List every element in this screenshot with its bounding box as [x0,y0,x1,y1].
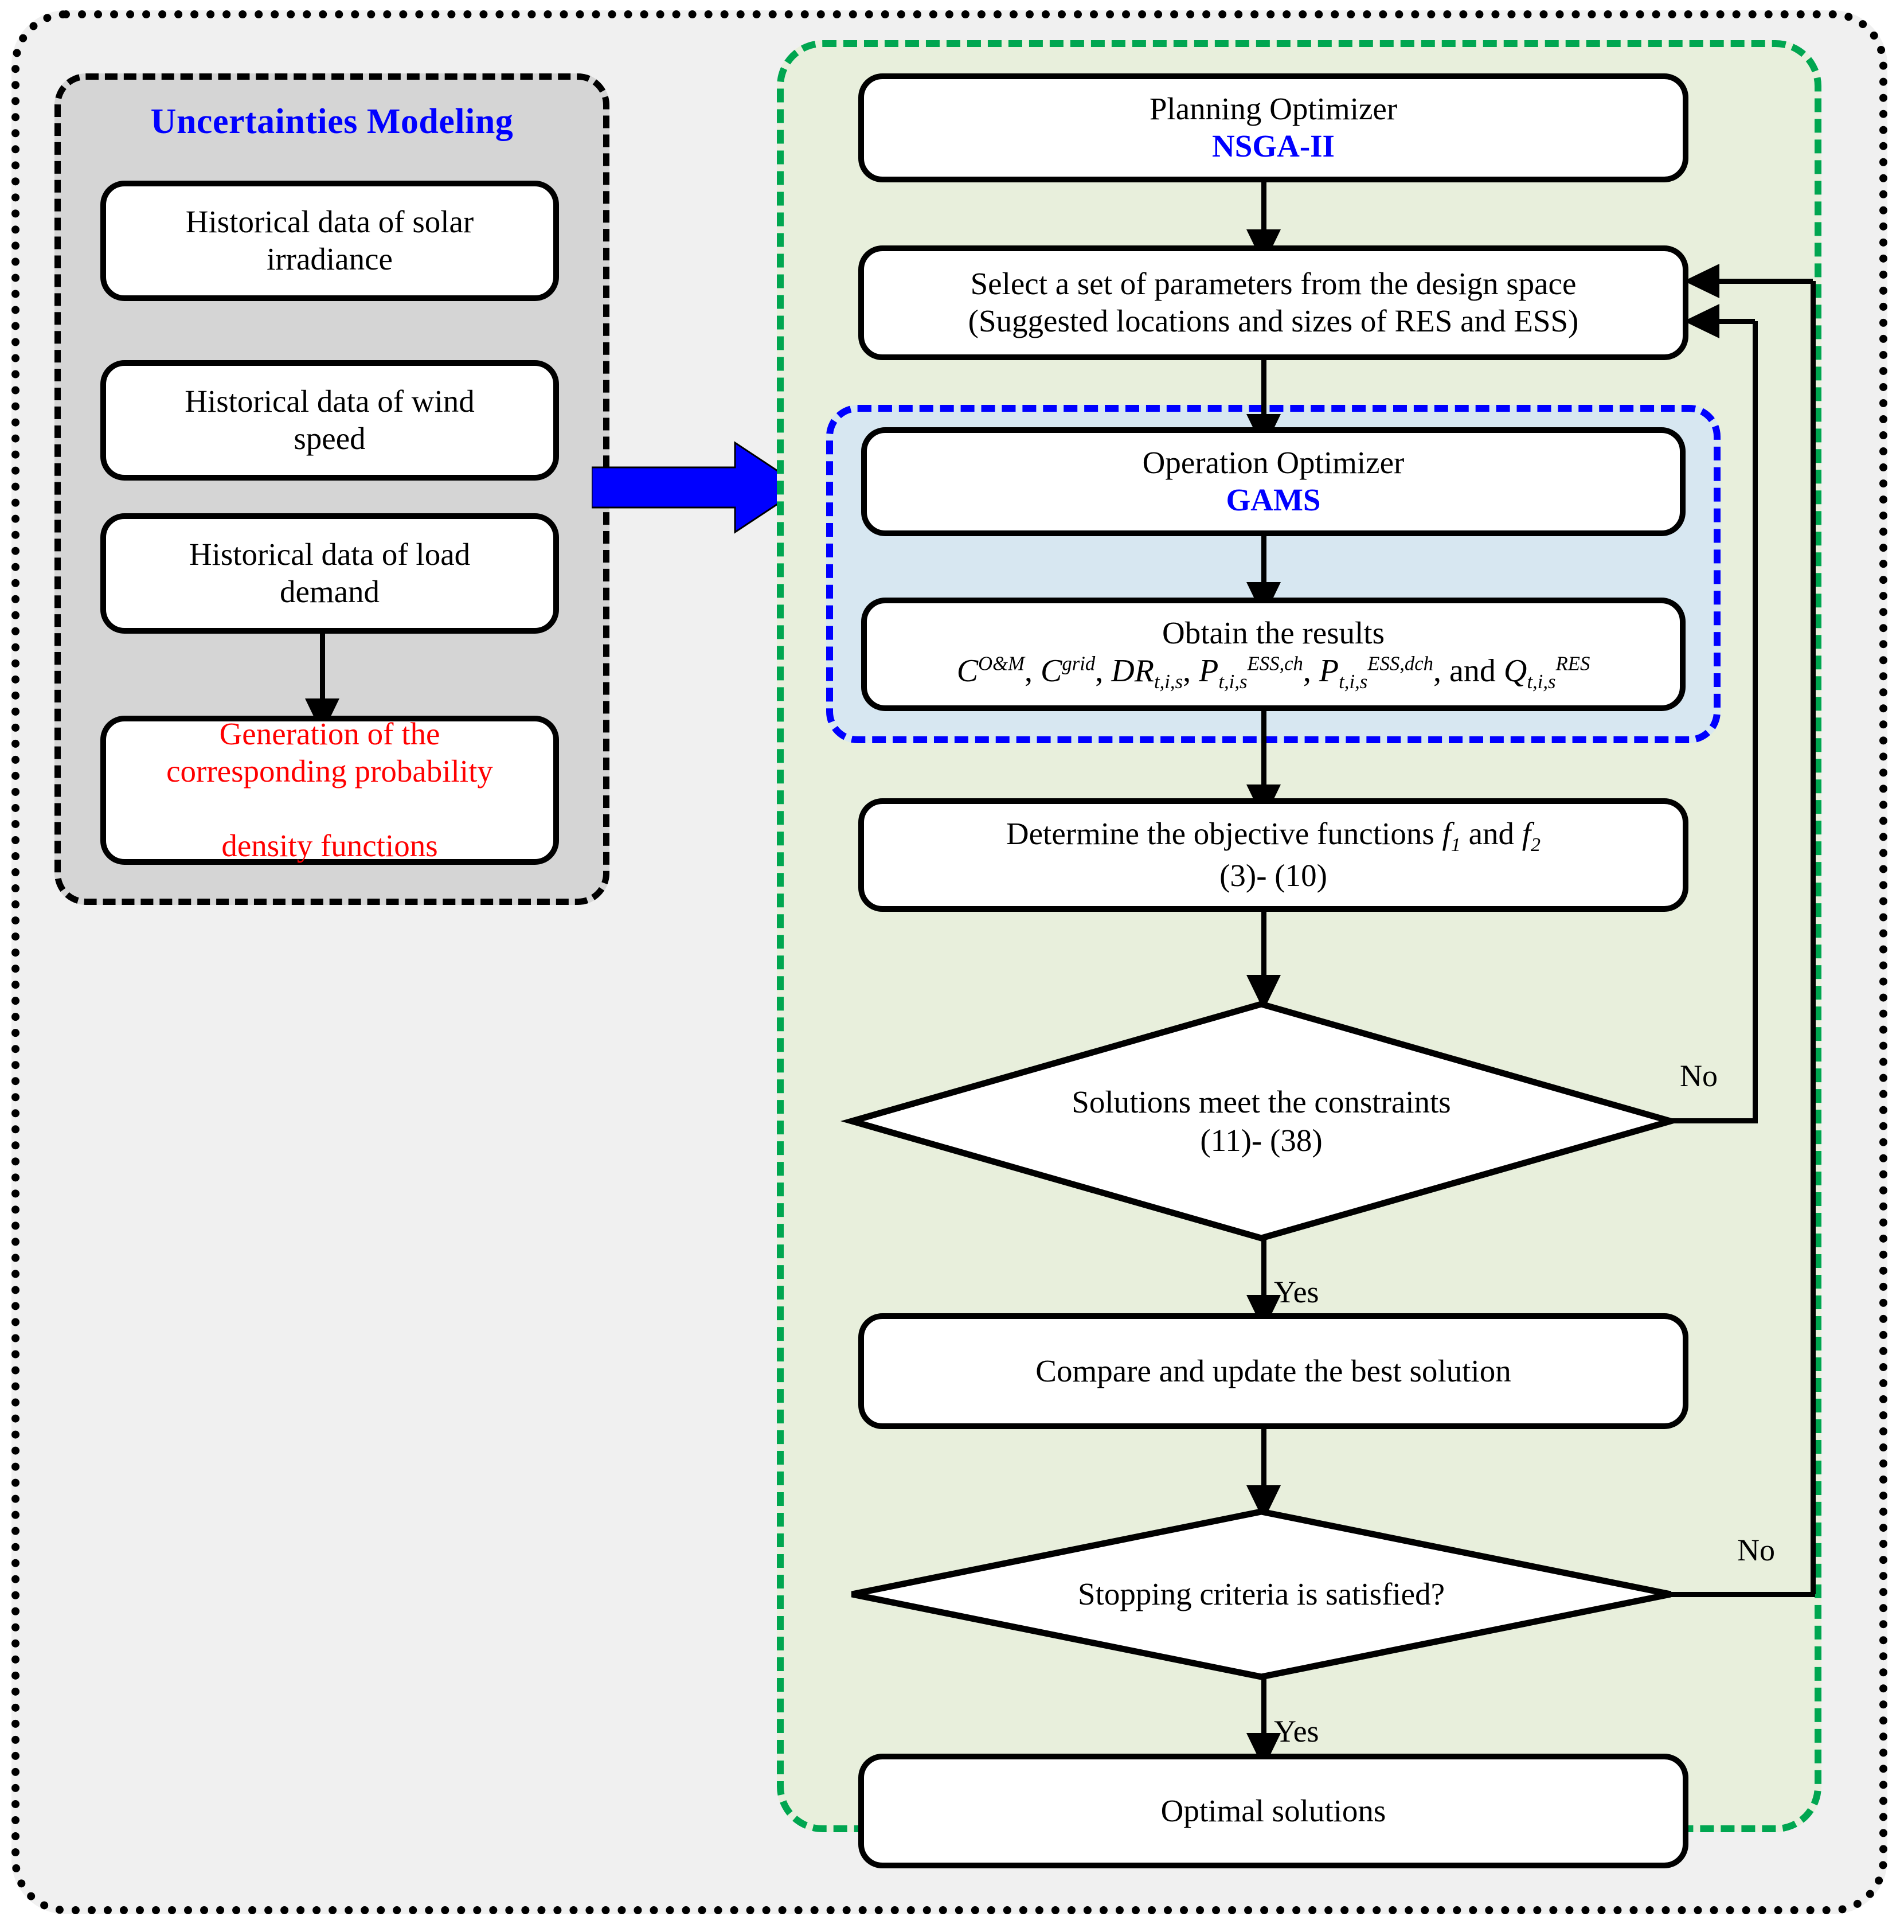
node-solar-line1: Historical data of solar [185,204,474,240]
node-select-parameters[interactable]: Select a set of parameters from the desi… [858,245,1688,360]
determine-objectives-line2: (3)- (10) [1219,857,1327,893]
edge-label-stopping-no: No [1737,1533,1775,1567]
objective-f2-base: f [1522,816,1531,852]
node-historical-load[interactable]: Historical data of load demand [100,513,559,634]
obtain-results-formula: CO&M, Cgrid, DRt,i,s, Pt,i,sESS,ch, Pt,i… [956,652,1590,693]
node-obtain-results[interactable]: Obtain the results CO&M, Cgrid, DRt,i,s,… [861,598,1686,711]
node-wind-line1: Historical data of wind [185,384,475,419]
connector-stopping-no-h1 [1671,1592,1815,1597]
node-pdf-line3: density functions [221,828,438,863]
operation-optimizer-label: Operation Optimizer [1142,445,1405,481]
connector-planning-to-select [1261,182,1266,240]
planning-optimizer-label: Planning Optimizer [1149,91,1398,127]
node-planning-optimizer[interactable]: Planning Optimizer NSGA-II [858,73,1688,182]
connector-constraints-no-h1 [1671,1118,1758,1123]
node-generate-pdf[interactable]: Generation of the corresponding probabil… [100,716,559,865]
connector-constraints-yes [1261,1239,1266,1306]
connector-stopping-no-h2 [1719,279,1813,284]
connector-select-to-operation [1261,360,1266,424]
connector-constraints-no-v [1753,321,1758,1121]
node-historical-wind[interactable]: Historical data of wind speed [100,360,559,481]
node-load-line1: Historical data of load [189,537,471,572]
objective-f1: f1 [1442,816,1461,856]
connector-stopping-no-v [1811,281,1816,1594]
node-optimal-solutions[interactable]: Optimal solutions [858,1754,1688,1868]
optimal-solutions-label: Optimal solutions [1160,1793,1386,1828]
node-pdf-line2: corresponding probability [166,754,493,789]
connector-results-to-objectives [1261,711,1266,796]
arrowhead-constraints-no [1684,304,1719,338]
node-operation-optimizer[interactable]: Operation Optimizer GAMS [861,427,1686,536]
operation-optimizer-solver: GAMS [1226,482,1321,517]
obtain-results-label: Obtain the results [1162,615,1385,650]
arrowhead-stopping-no [1684,264,1719,298]
connector-load-to-pdf [320,634,325,708]
compare-update-label: Compare and update the best solution [1035,1353,1511,1388]
objective-f2-sub: 2 [1531,834,1541,856]
node-determine-objectives[interactable]: Determine the objective functions f1 and… [858,798,1688,912]
determine-objectives-prefix: Determine the objective functions [1006,816,1442,852]
edge-label-constraints-yes: Yes [1274,1275,1319,1309]
decision-stopping-criteria[interactable]: Stopping criteria is satisfied? [849,1508,1674,1680]
connector-objectives-to-constraints [1261,912,1266,988]
select-parameters-line2: (Suggested locations and sizes of RES an… [968,303,1579,338]
node-historical-solar[interactable]: Historical data of solar irradiance [100,181,559,301]
determine-objectives-mid: and [1460,816,1522,852]
objective-f2: f2 [1522,816,1541,856]
determine-objectives-line1: Determine the objective functions f1 and… [1006,816,1541,856]
panel-title-uncertainties: Uncertainties Modeling [150,102,514,141]
node-load-line2: demand [279,574,380,609]
connector-operation-to-results [1261,536,1266,592]
connector-compare-to-stopping [1261,1429,1266,1497]
transfer-arrow-icon [591,436,804,539]
objective-f1-base: f [1442,816,1451,852]
node-pdf-line1: Generation of the [219,716,440,752]
objective-f1-sub: 1 [1451,834,1461,856]
connector-stopping-yes [1261,1678,1266,1747]
decision-constraints[interactable]: Solutions meet the constraints (11)- (38… [840,1001,1683,1242]
select-parameters-line1: Select a set of parameters from the desi… [970,266,1577,302]
connector-constraints-no-h2 [1719,319,1755,324]
node-solar-line2: irradiance [267,241,393,276]
node-compare-update[interactable]: Compare and update the best solution [858,1313,1688,1429]
node-wind-line2: speed [294,421,366,456]
planning-optimizer-algorithm: NSGA-II [1212,128,1335,163]
edge-label-constraints-no: No [1680,1059,1718,1093]
edge-label-stopping-yes: Yes [1274,1714,1319,1748]
